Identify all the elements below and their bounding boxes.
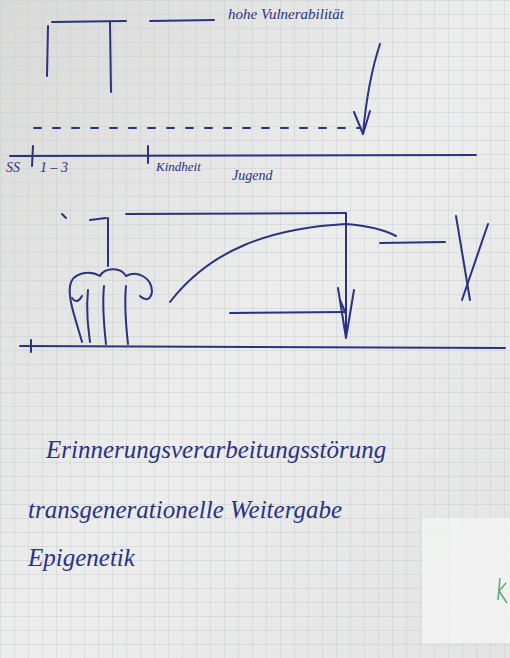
axis-label: Jugend <box>232 168 272 183</box>
axis-label: Kindheit <box>156 160 201 174</box>
axis-label: 1 – 3 <box>40 160 68 175</box>
note-text: Erinnerungsverarbeitungsstörung <box>46 436 386 464</box>
note-text: transgenerationelle Weitergabe <box>28 496 342 524</box>
axis-label: SS <box>6 160 20 175</box>
annotation: hohe Vulnerabilität <box>228 6 344 23</box>
note-text: Epigenetik <box>28 544 135 572</box>
ink <box>10 20 505 352</box>
green-mark <box>498 578 507 603</box>
paper-patch <box>422 518 510 643</box>
